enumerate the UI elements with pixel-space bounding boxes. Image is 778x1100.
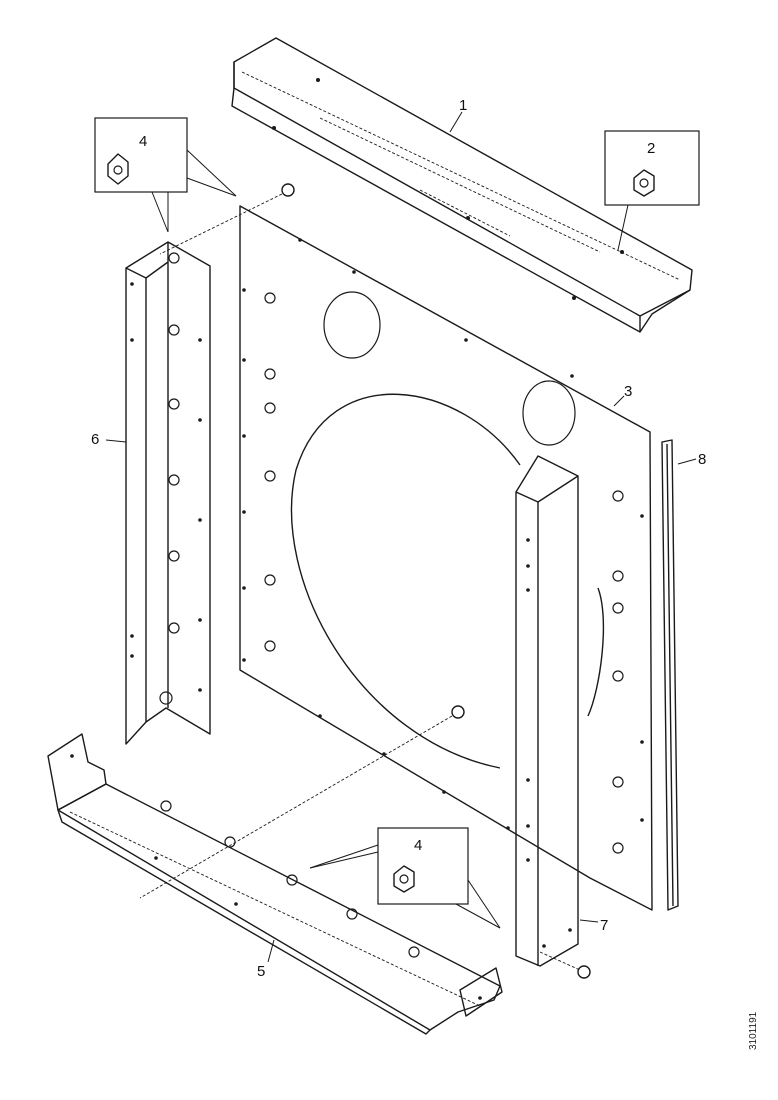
callout-4-top: 4 bbox=[139, 133, 147, 150]
callout-7: 7 bbox=[600, 917, 608, 934]
drawing-number: 3101191 bbox=[748, 1011, 759, 1050]
callout-2: 2 bbox=[647, 140, 655, 157]
detail-box-top-left bbox=[94, 117, 237, 233]
detail-box-bottom bbox=[309, 827, 501, 929]
seal-strip-part-8 bbox=[661, 439, 679, 911]
detail-box-top-right bbox=[604, 130, 700, 251]
shroud-panel-part-3 bbox=[159, 183, 653, 911]
callout-8: 8 bbox=[698, 451, 706, 468]
callout-leaders bbox=[105, 111, 697, 963]
right-channel-part-7 bbox=[515, 455, 591, 979]
top-channel-part-1 bbox=[231, 37, 693, 333]
callout-3: 3 bbox=[624, 383, 632, 400]
callout-1: 1 bbox=[459, 97, 467, 114]
bottom-channel-part-5 bbox=[47, 705, 503, 1035]
callout-4-bottom: 4 bbox=[414, 837, 422, 854]
callout-6: 6 bbox=[91, 431, 99, 448]
callout-5: 5 bbox=[257, 963, 265, 980]
left-channel-part-6 bbox=[125, 241, 211, 745]
